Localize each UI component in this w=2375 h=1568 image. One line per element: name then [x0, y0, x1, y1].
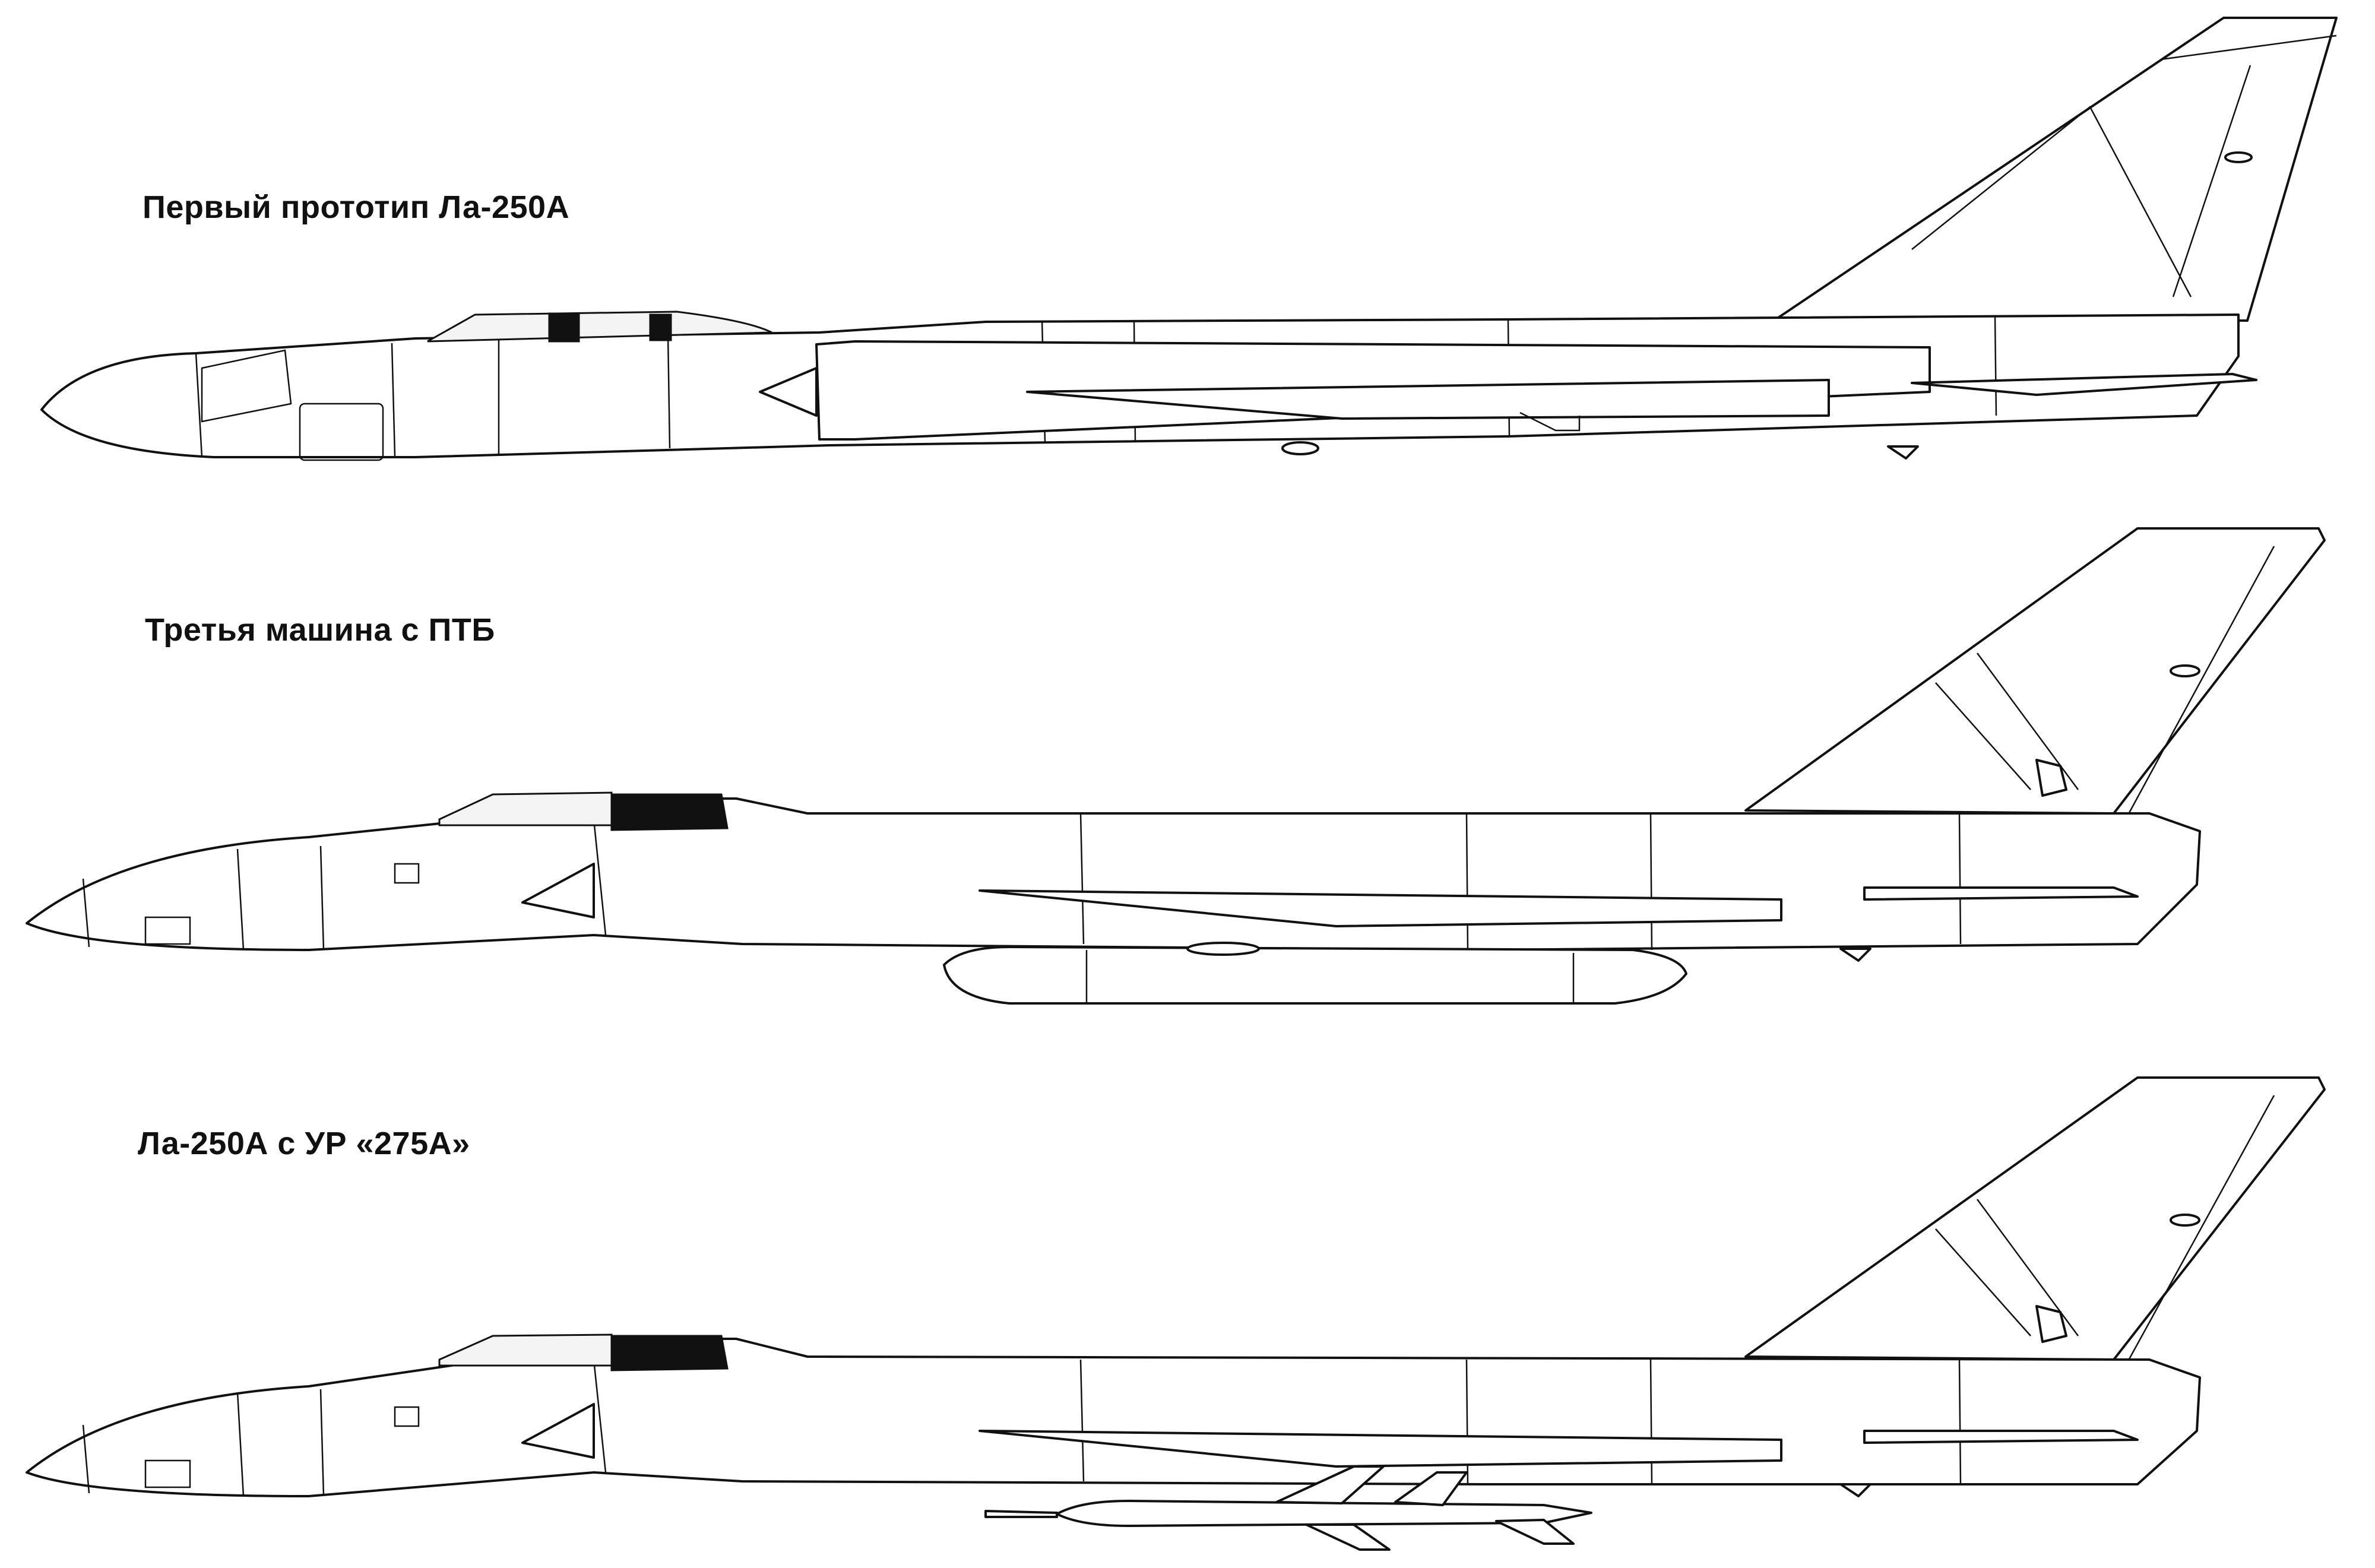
intake-cone-1	[759, 367, 818, 417]
intake-3	[521, 1403, 595, 1459]
canopy-rear-3	[610, 1335, 729, 1371]
canopy-3	[438, 1333, 613, 1367]
caption-missile-variant: Ла-250А с УР «275А»	[138, 1126, 470, 1161]
stabilizer-3	[1863, 1430, 2139, 1444]
aircraft-missile-variant	[26, 1076, 2326, 1551]
wing-1	[1026, 379, 1830, 420]
intake-2	[521, 863, 595, 918]
access-hatch-1	[299, 403, 384, 461]
stabilizer-2	[1863, 886, 2139, 901]
aircraft-first-prototype	[40, 17, 2338, 461]
aircraft-third-drop-tank	[26, 527, 2326, 1005]
ventral-fairing-1	[1281, 441, 1319, 455]
tail-fairing-3	[2170, 1214, 2200, 1227]
vertical-tail-3	[1744, 1076, 2326, 1361]
wing-2	[978, 889, 1782, 927]
tail-bumper-3	[1839, 1483, 1872, 1497]
missile-nose-probe	[984, 1510, 1058, 1518]
fuselage-frames-2	[82, 813, 1962, 951]
missile-fins-lower	[1305, 1519, 1575, 1551]
canopy-2	[438, 791, 613, 826]
fuselage-3	[26, 1338, 2201, 1497]
nose-panel-1	[201, 349, 292, 423]
caption-first-prototype: Первый прототип Ла-250А	[142, 189, 570, 225]
nose-hatch-2	[144, 916, 191, 945]
stabilizer-1	[1911, 373, 2257, 396]
tail-bumper-1	[1887, 445, 1919, 460]
tail-panel-lines-1	[1911, 34, 2337, 297]
caption-third-aircraft: Третья машина с ПТБ	[145, 612, 495, 648]
side-hatch-2	[394, 863, 420, 884]
canopy-frames-1	[548, 312, 672, 343]
missile-275a	[1056, 1500, 1592, 1527]
missile-fins-upper	[1275, 1465, 1468, 1506]
drop-tank	[943, 946, 1687, 1005]
vertical-tail-2	[1744, 527, 2326, 815]
canopy-1	[427, 311, 772, 343]
canopy-rear-2	[610, 793, 729, 831]
tank-pylon-2	[1186, 942, 1260, 956]
tail-bumper-2	[1839, 948, 1872, 962]
fuselage-2	[26, 797, 2201, 951]
gear-door-1	[1519, 411, 1581, 432]
tail-fairing-1	[2224, 151, 2253, 163]
drop-tank-seams	[1085, 950, 1575, 1003]
side-hatch-3	[394, 1406, 420, 1427]
tail-fairing-2	[2170, 664, 2200, 677]
nose-hatch-3	[144, 1459, 191, 1488]
wing-3	[978, 1430, 1782, 1468]
fuselage-frames-3	[82, 1359, 1962, 1497]
tail-hatch-2	[2035, 759, 2067, 797]
tail-hatch-3	[2035, 1305, 2067, 1343]
vertical-tail-1	[1777, 17, 2338, 322]
